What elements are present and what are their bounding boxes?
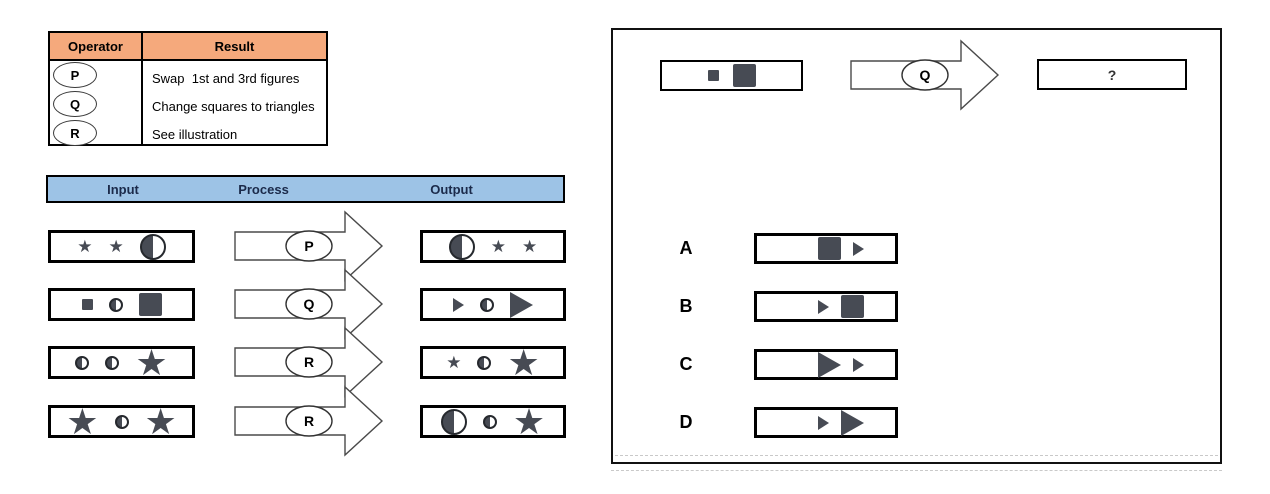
example-1-output-box: ★★ [420,230,566,263]
example-3-operator-label: R [304,354,314,370]
example-2-input-box [48,288,195,321]
question-process-arrow: Q [850,39,1000,111]
example-2-operator-label: Q [304,296,315,312]
operator-p-label: P [70,67,80,83]
half-circle-large-icon [139,233,166,260]
example-1-input-box: ★★ [48,230,195,263]
example-4-output-box: ★ [420,400,566,442]
star-small-icon: ★ [446,352,462,372]
half-circle-small-icon [108,297,123,312]
page-break-line [615,455,1218,456]
example-3-output-box: ★★ [420,341,566,383]
question-input-box [660,60,803,91]
star-large-icon: ★ [135,341,168,383]
operator-table: Operator Result P Q R Swap 1st and 3rd f… [48,31,328,146]
square-small-icon [707,70,719,81]
half-circle-large-icon [448,233,475,260]
star-large-icon: ★ [66,400,99,442]
triangle-large-icon [818,351,841,378]
operator-oval [285,346,333,378]
half-circle-small-icon [105,355,120,370]
operator-p-badge: P [53,62,97,88]
question-mark: ? [1107,66,1117,83]
triangle-small-icon [818,299,829,314]
triangle-small-icon [853,357,864,372]
square-large-icon [732,64,756,87]
output-header: Output [430,181,473,197]
operator-column-header: Operator [50,33,143,59]
option-b-label[interactable]: B [679,296,693,316]
triangle-small-icon [853,241,864,256]
operator-table-header: Operator Result [50,33,326,61]
square-large-icon [138,293,162,316]
star-large-icon: ★ [144,400,177,442]
example-4-input-box: ★★ [48,400,195,442]
star-small-icon: ★ [108,236,124,256]
input-header: Input [107,181,139,197]
example-4-process-arrow: R [234,385,384,457]
example-1-process-arrow: P [234,210,384,282]
example-4-operator-label: R [304,413,314,429]
half-circle-small-icon [75,355,90,370]
example-2-output-box [420,288,566,321]
operator-table-body: P Q R Swap 1st and 3rd figures Change sq… [50,61,326,146]
column-divider [141,61,143,146]
star-large-icon: ★ [507,341,540,383]
star-small-icon: ★ [522,236,538,256]
option-d-box[interactable] [754,407,898,438]
half-circle-small-icon [482,414,497,429]
example-3-input-box: ★ [48,341,195,383]
half-circle-small-icon [114,414,129,429]
result-text-q: Change squares to triangles [152,99,315,114]
operator-oval [901,59,949,91]
option-c-label[interactable]: C [679,354,693,374]
operator-r-label: R [70,125,80,141]
option-b-box[interactable] [754,291,898,322]
question-answer-box: ? [1037,59,1187,90]
operator-oval [285,405,333,437]
page-break-line-outer [611,470,1222,471]
option-a-box[interactable] [754,233,898,264]
half-circle-small-icon [480,297,494,312]
operator-q-label: Q [69,96,81,112]
square-large-icon [841,295,864,318]
operator-r-badge: R [53,120,97,146]
question-panel: Q ? A B C D [611,28,1222,464]
example-1-operator-label: P [304,238,313,254]
operator-oval [285,230,333,262]
result-text-r: See illustration [152,127,238,142]
examples-header-band: Input Process Output [46,175,565,203]
triangle-small-icon [818,415,829,430]
square-small-icon [81,299,93,310]
square-large-icon [818,237,841,260]
example-3-process-arrow: R [234,326,384,398]
half-circle-small-icon [477,355,492,370]
triangle-small-icon [453,297,464,312]
result-text-p: Swap 1st and 3rd figures [152,71,300,86]
result-column-header: Result [214,38,255,54]
star-small-icon: ★ [77,236,93,256]
star-large-icon: ★ [512,400,546,442]
operator-q-badge: Q [53,91,97,117]
option-a-label[interactable]: A [679,238,693,258]
option-d-label[interactable]: D [679,412,693,432]
half-circle-large-icon [440,408,467,435]
triangle-large-icon [841,409,864,436]
example-2-process-arrow: Q [234,268,384,340]
star-small-icon: ★ [490,236,506,256]
operator-oval [285,288,333,320]
process-header: Process [238,181,289,197]
triangle-large-icon [510,291,533,318]
option-c-box[interactable] [754,349,898,380]
question-operator-label: Q [920,67,931,83]
